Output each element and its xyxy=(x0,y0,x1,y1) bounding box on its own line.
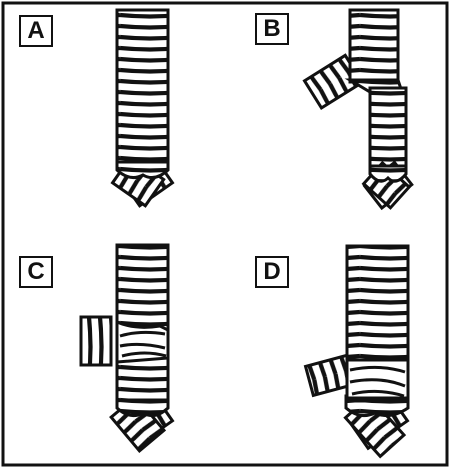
panel-label-a: A xyxy=(19,15,53,47)
panel-label-c: C xyxy=(19,256,53,288)
panel-label-b: B xyxy=(255,13,289,45)
panel-b-diagram xyxy=(305,10,412,208)
panel-b-lower-trachea xyxy=(370,88,406,170)
panel-b-upper-trachea xyxy=(350,10,398,82)
panel-d-diagram xyxy=(306,246,408,456)
panel-c-tracheal-bronchus xyxy=(81,317,111,365)
panel-b-carina xyxy=(370,166,406,181)
panel-c-trachea xyxy=(117,245,168,400)
panel-label-c-text: C xyxy=(27,260,44,284)
panel-a-trachea xyxy=(117,10,168,162)
panel-label-d: D xyxy=(255,256,289,288)
panel-label-b-text: B xyxy=(263,17,280,41)
panel-label-d-text: D xyxy=(263,260,280,284)
panel-a-diagram xyxy=(113,10,173,206)
panel-c-diagram xyxy=(81,245,172,451)
panel-label-a-text: A xyxy=(27,19,44,43)
